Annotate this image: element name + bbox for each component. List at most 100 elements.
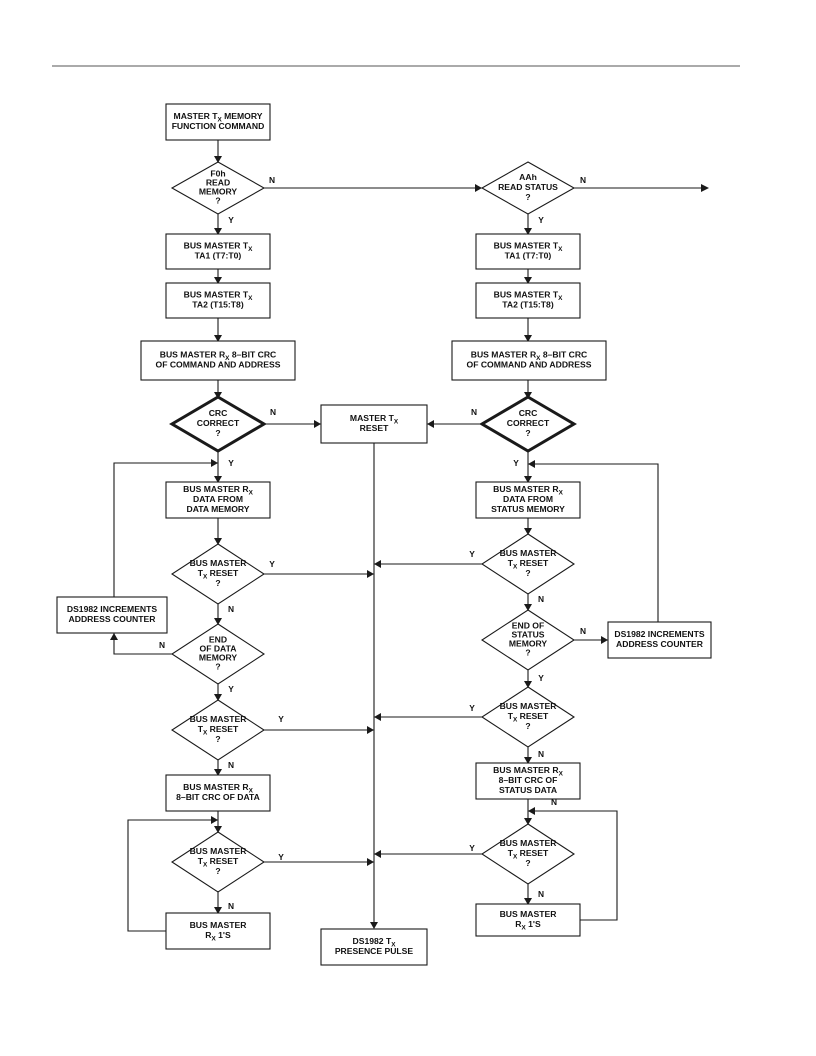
node-text-line: TX​ RESET	[508, 558, 549, 570]
edge-label-no: N	[269, 175, 275, 185]
right-tx-ta1-box: BUS MASTER TX​TA1 (T7:T0)	[475, 233, 581, 270]
node-text-line: TA2 (T15:T8)	[192, 300, 244, 310]
node-text-line: BUS MASTER	[500, 909, 558, 919]
right-reset-decision-1-outline	[480, 533, 576, 595]
edge-label-no: N	[228, 901, 234, 911]
node-text-line: 8–BIT CRC OF	[499, 775, 558, 785]
left-end-of-data-decision-outline	[170, 623, 266, 685]
node-text-line: ?	[525, 858, 530, 868]
node-text-line: OF COMMAND AND ADDRESS	[467, 360, 592, 370]
edge-label-no: N	[538, 594, 544, 604]
edge-label-no: N	[471, 407, 477, 417]
edge-label-no: N	[159, 640, 165, 650]
node-text-line: CRC	[209, 408, 228, 418]
node-text-line: ?	[525, 721, 530, 731]
edge-label-yes: Y	[469, 703, 475, 713]
edge-label-no: N	[580, 626, 586, 636]
right-crc-correct-decision-outline	[479, 395, 577, 453]
node-text-line: BUS MASTER	[190, 714, 248, 724]
node-text-line: CORRECT	[197, 418, 240, 428]
node-text-line: TA1 (T7:T0)	[195, 251, 242, 261]
master-reset-box: MASTER TX​RESET	[320, 404, 428, 444]
node-text-line: TX​ RESET	[198, 856, 239, 868]
node-text-line: BUS MASTER	[190, 558, 248, 568]
edge-label-yes: Y	[278, 852, 284, 862]
right-tx-ta2-box-outline	[475, 282, 581, 319]
node-text-line: MEMORY	[199, 653, 238, 663]
node-text-line: 8–BIT CRC OF DATA	[176, 792, 260, 802]
right-tx-ta1-box-outline	[475, 233, 581, 270]
edge-label-no: N	[228, 760, 234, 770]
master-reset-box-outline	[320, 404, 428, 444]
edge-label-no: N	[538, 749, 544, 759]
edge-label-no: N	[270, 407, 276, 417]
node-text-line: CRC	[519, 408, 538, 418]
node-text-line: BUS MASTER TX​	[494, 290, 563, 302]
node-text-line: CORRECT	[507, 418, 550, 428]
node-text-line: BUS MASTER	[500, 701, 558, 711]
edge-labels: N N Y Y N N Y Y Y Y N N N N Y Y Y Y N N …	[159, 175, 586, 911]
left-rx-crc-data-box-outline	[165, 774, 271, 812]
left-tx-ta2-box: BUS MASTER TX​TA2 (T15:T8)	[165, 282, 271, 319]
edge-label-no: N	[551, 797, 557, 807]
node-text-line: TX​ RESET	[508, 848, 549, 860]
node-text-line: READ	[206, 178, 230, 188]
node-text-line: MEMORY	[199, 187, 238, 197]
node-text-line: RX​ 1'S	[205, 930, 231, 942]
node-text-line: AAh	[519, 172, 537, 182]
edge-label-yes: Y	[228, 458, 234, 468]
edge-label-yes: Y	[469, 843, 475, 853]
left-crc-correct-decision-outline	[169, 395, 267, 453]
node-text-line: RESET	[360, 423, 389, 433]
left-tx-ta1-box: BUS MASTER TX​TA1 (T7:T0)	[165, 233, 271, 270]
edge-label-yes: Y	[538, 673, 544, 683]
node-text-line: BUS MASTER TX​	[184, 290, 253, 302]
node-text-line: ?	[525, 428, 530, 438]
presence-pulse-box: DS1982 TX​PRESENCE PULSE	[320, 928, 428, 966]
node-text-line: BUS MASTER TX​	[494, 241, 563, 253]
edge-label-yes: Y	[269, 559, 275, 569]
left-rx-crc-box-outline	[140, 340, 296, 381]
node-text-line: BUS MASTER	[500, 838, 558, 848]
edge-label-yes: Y	[469, 549, 475, 559]
node-text-line: RX​ 1'S	[515, 919, 541, 931]
left-rx-ones-box-outline	[165, 912, 271, 950]
node-text-line: STATUS MEMORY	[491, 504, 565, 514]
node-text-line: ?	[525, 648, 530, 658]
edge-label-no: N	[538, 889, 544, 899]
node-text-line: DATA FROM	[193, 494, 243, 504]
node-text-line: DS1982 TX​	[353, 936, 397, 948]
arrowheads	[110, 156, 709, 929]
right-tx-ta2-box: BUS MASTER TX​TA2 (T15:T8)	[475, 282, 581, 319]
node-text-line: TX​ RESET	[198, 568, 239, 580]
start-box-outline	[165, 103, 271, 141]
node-text-line: ADDRESS COUNTER	[69, 614, 157, 624]
node-text-line: DS1982 INCREMENTS	[67, 604, 158, 614]
right-end-of-status-decision-outline	[480, 609, 576, 671]
edge-label-yes: Y	[513, 458, 519, 468]
node-text-line: DATA MEMORY	[186, 504, 249, 514]
node-text-line: F0h	[210, 169, 225, 179]
node-text-line: STATUS DATA	[499, 785, 557, 795]
read-memory-decision-outline	[170, 161, 266, 215]
left-rx-crc-data-box: BUS MASTER RX​8–BIT CRC OF DATA	[165, 774, 271, 812]
